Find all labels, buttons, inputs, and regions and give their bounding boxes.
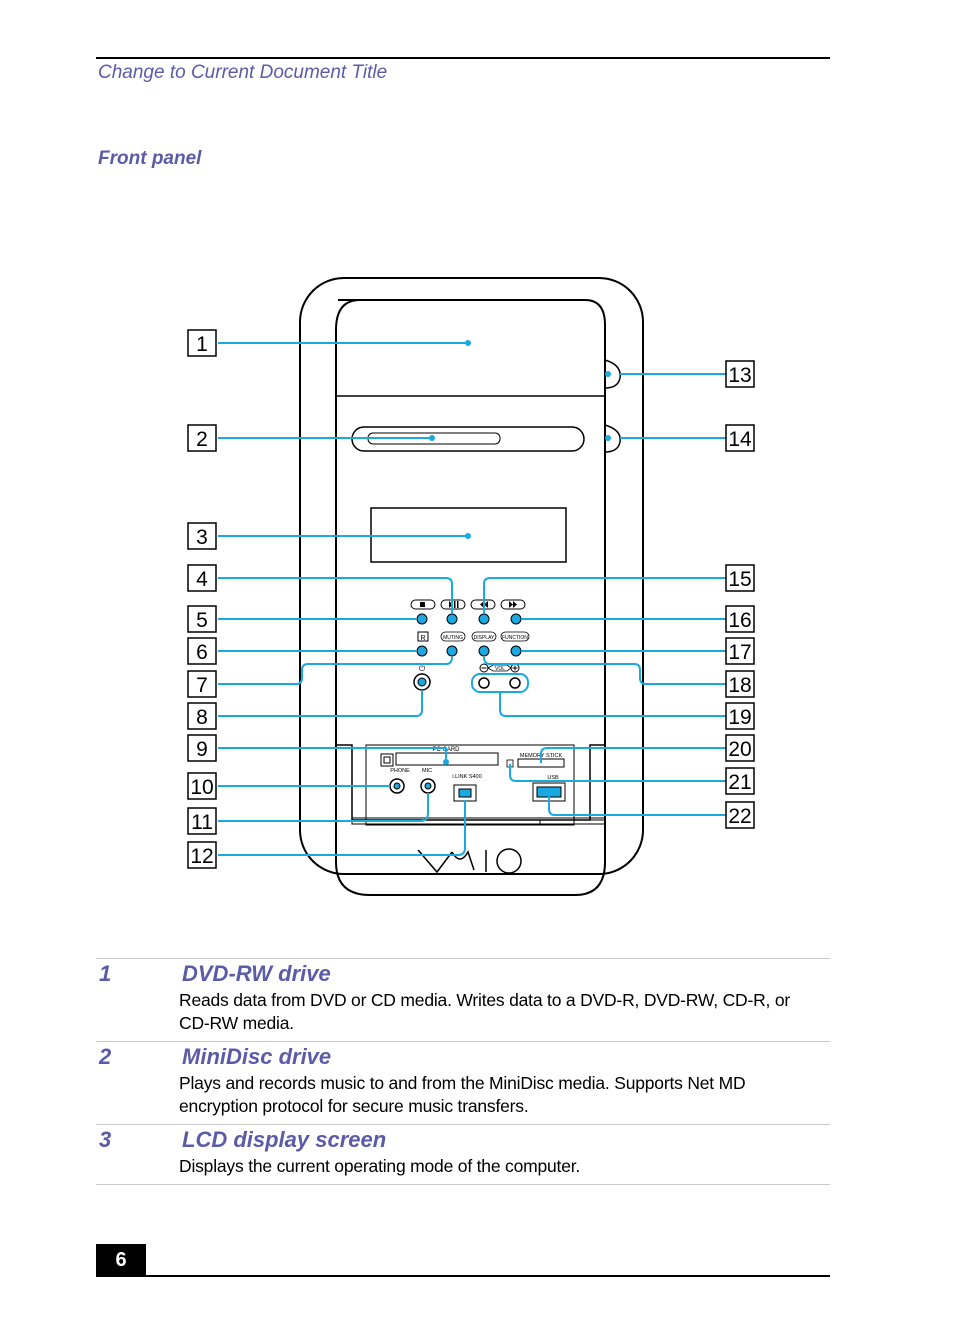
svg-text:3: 3 <box>196 526 208 549</box>
svg-text:10: 10 <box>190 776 213 799</box>
front-panel-diagram: R MUTING DISPLAY FUNCTION ⏻ VOL PC CARD … <box>187 277 755 896</box>
usb-label: USB <box>547 775 559 781</box>
svg-text:14: 14 <box>728 428 752 451</box>
volume-down-button <box>478 677 490 689</box>
svg-text:9: 9 <box>196 738 208 761</box>
muting-button <box>446 645 458 657</box>
svg-text:⏻: ⏻ <box>419 664 426 673</box>
document-title: Change to Current Document Title <box>98 62 388 83</box>
dvd-eject-side-button <box>604 359 621 389</box>
svg-text:7: 7 <box>196 674 208 697</box>
list-item: 1 DVD-RW drive Reads data from DVD or CD… <box>96 958 830 1041</box>
display-button <box>478 645 490 657</box>
svg-text:13: 13 <box>728 364 751 387</box>
record-button <box>416 645 428 657</box>
item-title: MiniDisc drive <box>182 1044 332 1069</box>
svg-text:4: 4 <box>196 568 208 591</box>
mic-label: MIC <box>422 768 432 774</box>
volume-up-button <box>509 677 521 689</box>
callout-boxes-right: 13 14 15 16 17 18 19 20 21 22 <box>725 360 755 829</box>
ilink-label: i.LINK S400 <box>452 774 481 780</box>
header-rule <box>96 57 830 59</box>
svg-text:5: 5 <box>196 609 208 632</box>
next-button <box>510 613 522 625</box>
vol-label: VOL <box>495 666 505 672</box>
item-number: 3 <box>99 1127 112 1152</box>
display-label: DISPLAY <box>474 635 495 641</box>
svg-text:8: 8 <box>196 706 208 729</box>
svg-text:22: 22 <box>728 805 751 828</box>
svg-text:12: 12 <box>190 845 213 868</box>
item-number: 1 <box>99 961 112 986</box>
list-item: 3 LCD display screen Displays the curren… <box>96 1124 830 1185</box>
function-button <box>510 645 522 657</box>
phones-label: PHONE <box>390 768 410 774</box>
function-label: FUNCTION <box>502 635 528 641</box>
svg-text:16: 16 <box>728 609 751 632</box>
svg-text:20: 20 <box>728 738 751 761</box>
transport-button-labels <box>410 599 526 610</box>
minidisc-eject-side-button <box>604 424 621 453</box>
page-number: 6 <box>96 1244 146 1276</box>
svg-text:11: 11 <box>191 811 213 834</box>
item-title: LCD display screen <box>182 1127 387 1152</box>
previous-button <box>478 613 490 625</box>
svg-text:17: 17 <box>728 641 751 664</box>
item-description: Plays and records music to and from the … <box>179 1073 746 1116</box>
svg-text:21: 21 <box>728 771 751 794</box>
item-number: 2 <box>99 1044 112 1069</box>
footer-rule <box>96 1275 830 1277</box>
svg-text:15: 15 <box>728 568 751 591</box>
stop-button <box>416 613 428 625</box>
callout-boxes-left: 1 2 3 4 5 6 7 8 9 10 11 12 <box>187 329 217 869</box>
muting-label: MUTING <box>443 635 463 641</box>
svg-text:19: 19 <box>728 706 751 729</box>
play-pause-button <box>446 613 458 625</box>
svg-text:6: 6 <box>196 641 208 664</box>
case-outline <box>299 277 644 875</box>
item-title: DVD-RW drive <box>182 961 331 986</box>
svg-text:2: 2 <box>196 428 208 451</box>
section-title: Front panel <box>98 148 202 169</box>
svg-text:1: 1 <box>196 333 208 356</box>
component-list: 1 DVD-RW drive Reads data from DVD or CD… <box>96 958 830 1185</box>
vaio-logo <box>417 848 522 874</box>
item-description: Displays the current operating mode of t… <box>179 1156 581 1176</box>
item-description: Reads data from DVD or CD media. Writes … <box>179 990 791 1033</box>
callout-lines <box>218 342 726 856</box>
svg-text:R: R <box>420 635 425 642</box>
front-bezel <box>335 299 606 896</box>
list-item: 2 MiniDisc drive Plays and records music… <box>96 1041 830 1124</box>
svg-text:18: 18 <box>728 674 751 697</box>
